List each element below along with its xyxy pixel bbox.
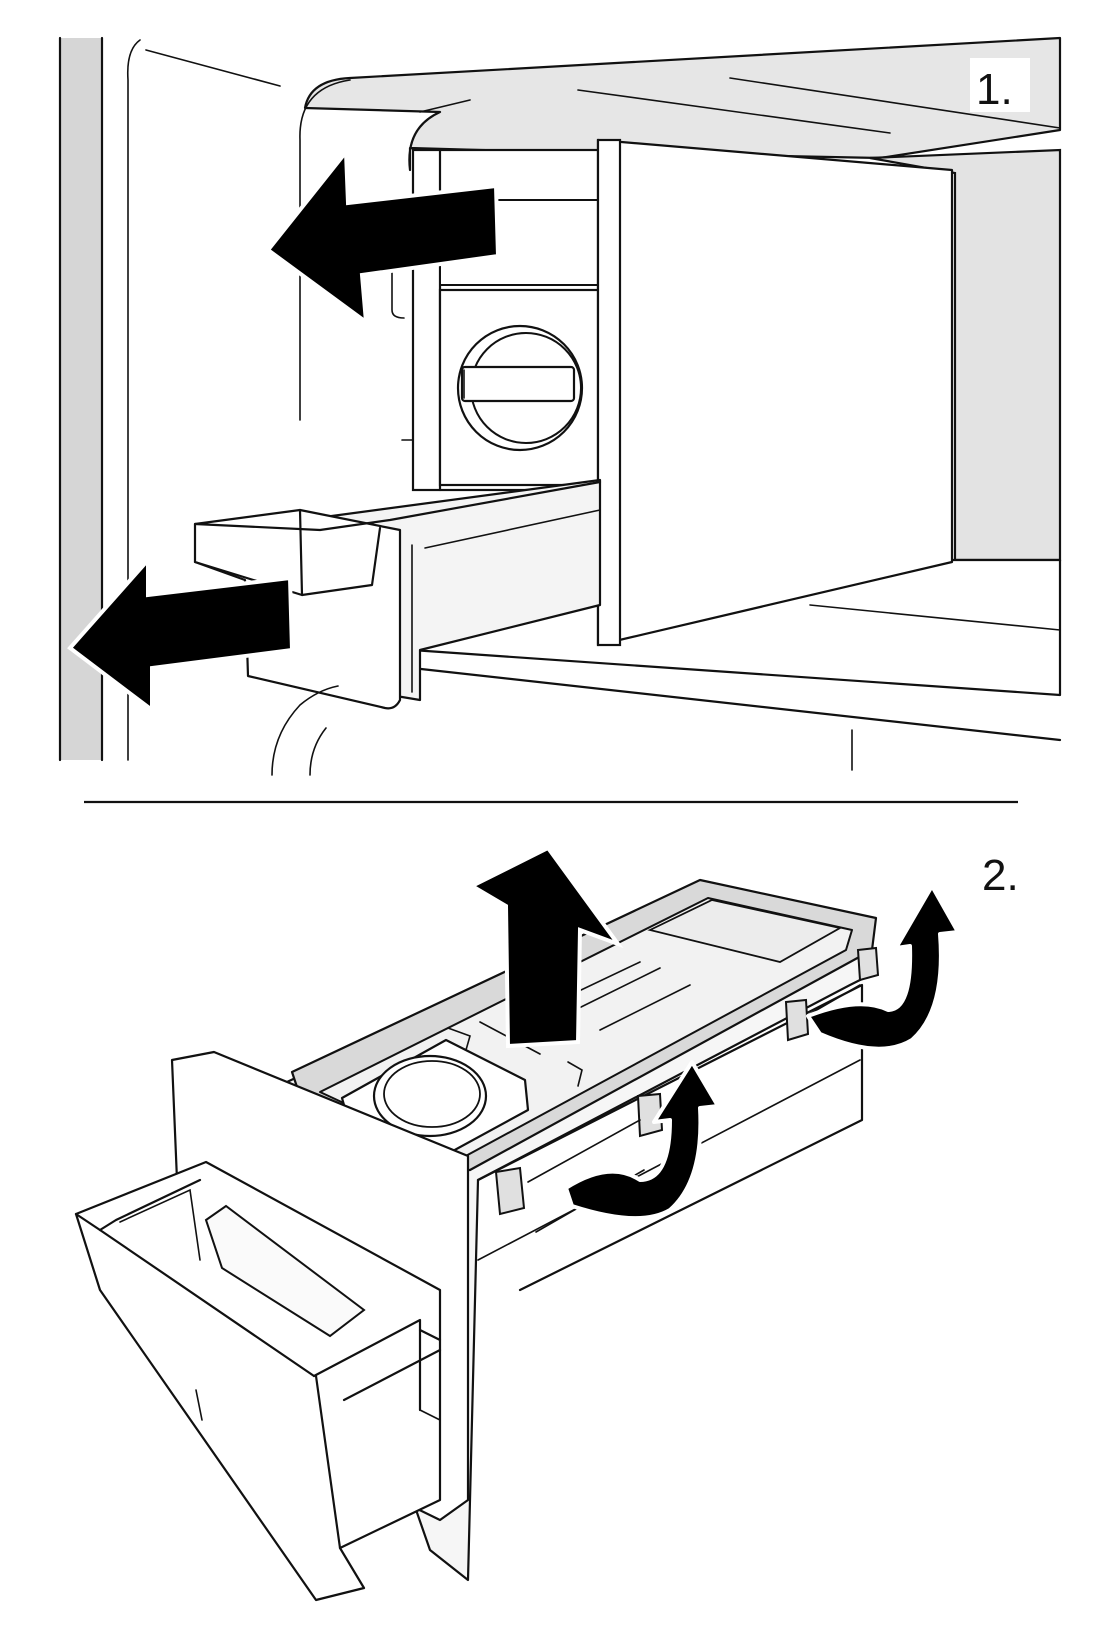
step-2-panel: 2. [74,845,1019,1602]
filter-knob [456,324,584,452]
arrow-left-icon [67,554,295,715]
drawer-panel-1 [193,478,602,710]
curved-arrow-up-icon [564,1060,720,1221]
side-clip [494,946,880,1233]
filter-cartridge [340,1021,583,1160]
step-1-panel: 1. [58,36,1062,776]
step-1-label-box [970,58,1030,112]
arrow-left-icon [265,146,501,327]
curved-arrow-up-icon [806,884,960,1051]
step-1-label: 1. [976,65,1013,114]
step-2-label: 2. [982,851,1019,900]
arrow-up-icon [467,845,624,1049]
drawer-front-box [74,1050,470,1602]
compartment-block [596,138,954,647]
